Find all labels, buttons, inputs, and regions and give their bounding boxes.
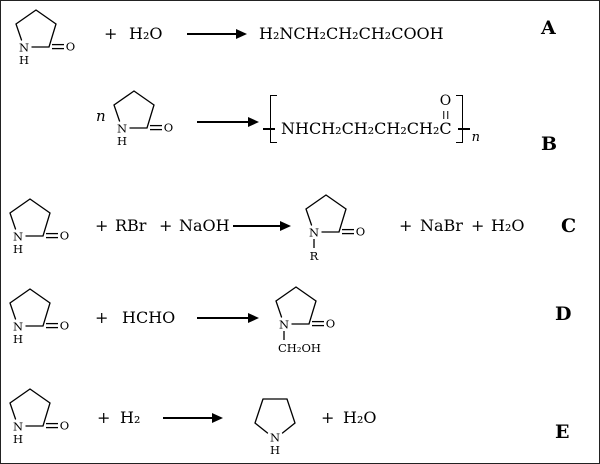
pyrrolidine-structure: H bbox=[254, 398, 296, 457]
reaction-label-b: B bbox=[541, 133, 558, 155]
pyrrolidone-structure: H bbox=[113, 90, 174, 148]
reagent-hcho: HCHO bbox=[122, 308, 176, 327]
carbonyl-group: O bbox=[440, 93, 451, 119]
plus-sign: + bbox=[159, 216, 173, 235]
plus-sign: + bbox=[471, 216, 485, 235]
reaction-arrow bbox=[233, 221, 291, 230]
carbonyl-oxygen: O bbox=[439, 93, 452, 110]
plus-sign: + bbox=[95, 308, 109, 327]
bracket-right bbox=[455, 95, 463, 143]
plus-sign: + bbox=[399, 216, 413, 235]
reaction-arrow bbox=[187, 29, 247, 38]
reaction-label-d: D bbox=[555, 303, 572, 325]
n-substituent-label: CH₂OH bbox=[278, 341, 321, 355]
reaction-arrow bbox=[197, 313, 259, 322]
nh-hydrogen-label: H bbox=[13, 242, 23, 256]
plus-sign: + bbox=[104, 24, 118, 43]
pyrrolidone-structure: H bbox=[9, 388, 70, 446]
product-gaba: H₂NCH₂CH₂CH₂COOH bbox=[259, 24, 444, 43]
polymer-subscript: n bbox=[471, 130, 481, 145]
plus-sign: + bbox=[95, 216, 109, 235]
plus-sign: + bbox=[321, 408, 335, 427]
byproduct-nabr: NaBr bbox=[420, 216, 463, 235]
reaction-label-a: A bbox=[541, 17, 556, 39]
double-bond-icon bbox=[442, 110, 449, 119]
n-alkyl-pyrrolidone-structure: R bbox=[305, 194, 366, 263]
pyrrolidone-structure: H bbox=[15, 9, 76, 67]
polymer-chain: NHCH₂CH₂CH₂CH₂ bbox=[281, 118, 440, 138]
bond-dash-left bbox=[263, 128, 275, 130]
n-hydroxymethyl-pyrrolidone-structure: CH₂OH bbox=[275, 286, 336, 355]
reagent-naoh: NaOH bbox=[179, 216, 230, 235]
byproduct-water: H₂O bbox=[343, 408, 377, 427]
reaction-label-e: E bbox=[555, 421, 570, 443]
reagent-rbr: RBr bbox=[115, 216, 147, 235]
nh-hydrogen-label: H bbox=[13, 432, 23, 446]
n-substituent-label: R bbox=[310, 249, 319, 263]
nh-hydrogen-label: H bbox=[117, 134, 127, 148]
pyrrolidone-structure: H bbox=[9, 288, 70, 346]
reaction-label-c: C bbox=[561, 215, 577, 237]
nh-hydrogen-label: H bbox=[13, 332, 23, 346]
reaction-arrow bbox=[163, 413, 223, 422]
nh-hydrogen-label: H bbox=[19, 53, 29, 67]
reagent-hydrogen: H₂ bbox=[120, 408, 141, 427]
byproduct-water: H₂O bbox=[491, 216, 525, 235]
bond-dash-right bbox=[457, 128, 470, 130]
reaction-arrow bbox=[197, 117, 259, 126]
coefficient-n: n bbox=[96, 107, 106, 125]
pyrrolidone-structure: H bbox=[9, 198, 70, 256]
reagent-water: H₂O bbox=[129, 24, 163, 43]
plus-sign: + bbox=[97, 408, 111, 427]
nh-hydrogen-label: H bbox=[270, 443, 280, 457]
carbonyl-carbon: C bbox=[439, 118, 452, 138]
bracket-left bbox=[270, 95, 277, 143]
